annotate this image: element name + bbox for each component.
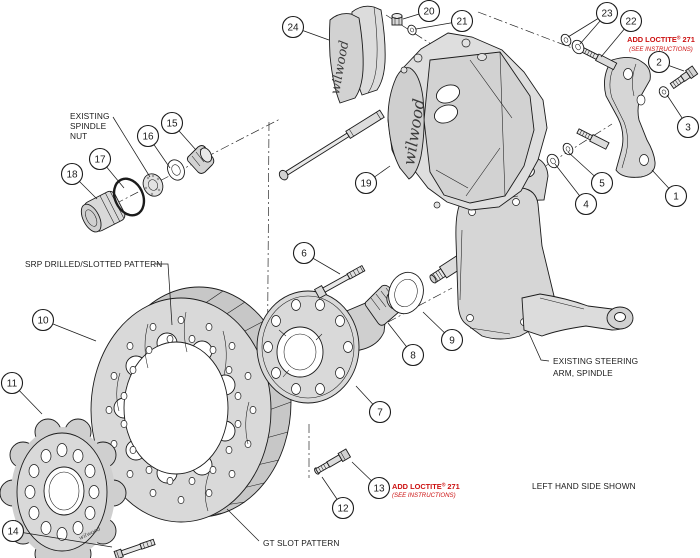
- washer-3: [658, 86, 670, 98]
- spindle-washer: [167, 159, 185, 181]
- loctite-note-top-sub: (SEE INSTRUCTIONS): [629, 46, 693, 53]
- dust-cap: [80, 190, 126, 233]
- callout-number: 4: [583, 200, 589, 211]
- callout-17: 17: [88, 147, 125, 189]
- hat-bolt-14: [113, 538, 156, 558]
- callout-number: 21: [456, 17, 468, 28]
- spindle-nut: [142, 173, 164, 197]
- callout-number: 10: [37, 316, 49, 327]
- loctite-note-bottom: ADD LOCTITE® 271: [392, 482, 460, 492]
- callout-number: 19: [360, 179, 372, 190]
- callout-number: 18: [66, 170, 78, 181]
- rotor-drilled-holes: [105, 316, 257, 504]
- callout-number: 11: [7, 379, 18, 390]
- callout-5: 5: [567, 151, 614, 195]
- label-steering-line1: EXISTING STEERING: [553, 356, 638, 366]
- label-spindle-nut-line2: SPINDLE: [70, 121, 107, 131]
- callout-16: 16: [136, 124, 171, 169]
- rotor-hat: wilwood: [0, 418, 127, 558]
- callout-23: 23: [567, 1, 619, 45]
- callout-number: 9: [449, 336, 455, 347]
- callout-number: 24: [287, 23, 299, 34]
- washer-5: [562, 142, 574, 156]
- text-labels: EXISTING SPINDLE NUT SRP DRILLED/SLOTTED…: [25, 35, 695, 549]
- rotor-slots: [116, 311, 250, 512]
- grease-seal: [388, 271, 424, 315]
- callout-15: 15: [160, 111, 197, 151]
- washer-4: [546, 153, 560, 169]
- callout-2: 2: [647, 50, 685, 74]
- callout-8: 8: [387, 322, 425, 367]
- callout-7: 7: [355, 385, 392, 424]
- bracket-stud-upper: [581, 47, 618, 71]
- label-side-note: LEFT HAND SIDE SHOWN: [532, 481, 636, 491]
- callout-18: 18: [60, 162, 98, 200]
- bracket-stud-lower: [576, 128, 610, 150]
- rotor-bolt-12: [314, 448, 352, 475]
- callout-13: 13: [351, 461, 391, 500]
- caliper-bracket: [604, 57, 656, 178]
- label-spindle-nut-line1: EXISTING: [70, 111, 110, 121]
- callout-number: 2: [656, 58, 662, 69]
- brake-rotor: [90, 286, 292, 523]
- callout-number: 17: [94, 155, 106, 166]
- loctite-note-top: ADD LOCTITE® 271: [627, 35, 695, 45]
- callout-number: 6: [301, 249, 307, 260]
- caliper-fittings: [400, 38, 487, 209]
- hub-flange: [256, 290, 360, 404]
- label-steering-line2: ARM, SPINDLE: [553, 368, 613, 378]
- callout-3: 3: [666, 94, 700, 139]
- callout-10: 10: [31, 308, 97, 342]
- callout-number: 22: [625, 17, 637, 28]
- callout-4: 4: [554, 163, 598, 216]
- caliper-piston-lobe: [387, 67, 425, 180]
- o-ring: [112, 177, 146, 217]
- callout-number: 20: [423, 7, 435, 18]
- caliper-washer-21: [407, 24, 417, 36]
- washers-23: [560, 33, 585, 55]
- callout-24: 24: [281, 15, 330, 41]
- label-gt-pattern: GT SLOT PATTERN: [263, 538, 340, 548]
- nut-knurling: [144, 174, 161, 196]
- callout-number: 5: [599, 179, 605, 190]
- label-spindle-nut-line3: NUT: [70, 131, 87, 141]
- callout-19: 19: [354, 165, 391, 195]
- callout-number: 14: [7, 527, 19, 538]
- outer-bearing: [186, 145, 215, 174]
- callout-number: 8: [410, 351, 416, 362]
- callout-number: 1: [673, 192, 679, 203]
- loctite-note-bottom-sub: (SEE INSTRUCTIONS): [392, 492, 456, 499]
- callout-22: 22: [600, 9, 643, 58]
- caliper-bridge-bolt: [278, 109, 385, 181]
- bracket-holes: [623, 68, 649, 166]
- callout-11: 11: [0, 371, 43, 415]
- callout-number: 7: [377, 408, 383, 419]
- callout-number: 23: [601, 9, 613, 20]
- callout-21: 21: [415, 9, 474, 33]
- callout-14: 14: [1, 519, 113, 548]
- callout-6: 6: [292, 241, 341, 275]
- brake-pads: wilwood: [328, 5, 386, 104]
- callout-number: 3: [685, 123, 691, 134]
- caliper-nut-20: [391, 13, 403, 26]
- callout-number: 16: [142, 132, 154, 143]
- hub-stud-holes: [263, 299, 353, 395]
- hat-bolt-holes: [24, 443, 100, 541]
- wheel-stud: [313, 264, 366, 299]
- callout-9: 9: [422, 311, 464, 352]
- pad-inner: [329, 13, 364, 104]
- callout-1: 1: [651, 169, 688, 208]
- brake-caliper: wilwood: [387, 32, 548, 211]
- callout-20: 20: [402, 0, 441, 23]
- callout-number: 12: [337, 504, 349, 515]
- callout-12: 12: [321, 476, 355, 520]
- bolt-2: [669, 65, 699, 90]
- callout-number: 13: [373, 484, 385, 495]
- label-srp-pattern: SRP DRILLED/SLOTTED PATTERN: [25, 259, 162, 269]
- steering-arm: [521, 293, 634, 337]
- callout-number: 15: [166, 119, 178, 130]
